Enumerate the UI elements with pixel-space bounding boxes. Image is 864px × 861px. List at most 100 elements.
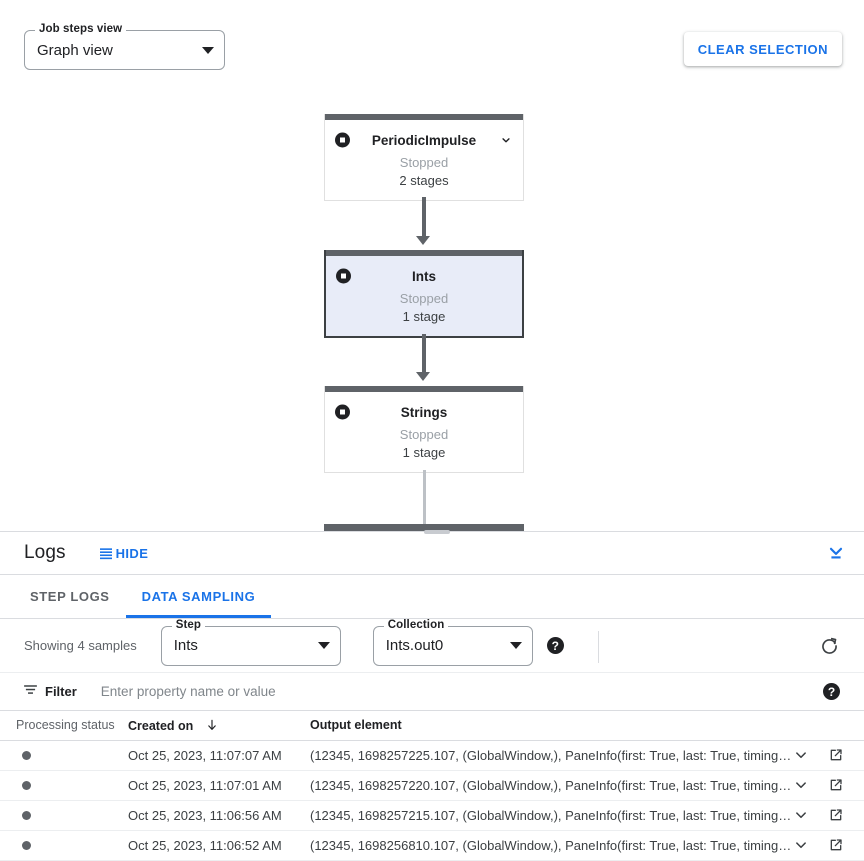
hide-logs-label: HIDE <box>115 545 149 561</box>
node-status-text: Stopped <box>399 291 449 306</box>
list-lines-icon <box>98 545 114 561</box>
node-header: Strings <box>325 398 523 426</box>
cell-processing-status <box>0 770 128 801</box>
graph-node-strings[interactable]: Strings Stopped 1 stage <box>324 386 524 473</box>
column-actions <box>792 711 864 741</box>
graph-node-periodicimpulse[interactable]: PeriodicImpulse Stopped 2 stages <box>324 114 524 201</box>
node-status-text: Stopped <box>399 155 449 170</box>
pane-resize-handle[interactable] <box>424 530 450 534</box>
collection-select-label: Collection <box>383 618 449 631</box>
node-status-text: Stopped <box>399 427 449 442</box>
table-row[interactable]: Oct 25, 2023, 11:06:52 AM (12345, 169825… <box>0 830 864 861</box>
processing-status-dot <box>22 750 31 760</box>
node-title: PeriodicImpulse <box>371 132 477 148</box>
controls-divider <box>598 631 599 663</box>
chevron-down-icon[interactable] <box>499 133 513 147</box>
filter-bar: Filter ? <box>0 673 864 711</box>
sort-descending-arrow-icon <box>207 719 216 730</box>
step-select-value: Ints <box>173 637 198 654</box>
collection-select[interactable]: Collection Ints.out0 <box>372 618 533 666</box>
job-graph-pane: Job steps view Graph view CLEAR SELECTIO… <box>0 0 864 532</box>
showing-samples-text: Showing 4 samples <box>24 638 137 653</box>
tab-step-logs[interactable]: STEP LOGS <box>14 575 126 618</box>
cell-actions <box>792 800 864 831</box>
samples-table-body: Oct 25, 2023, 11:07:07 AM (12345, 169825… <box>0 740 864 861</box>
cell-created-on: Oct 25, 2023, 11:06:56 AM <box>128 800 310 831</box>
cell-processing-status <box>0 740 128 771</box>
cell-actions <box>792 830 864 861</box>
chevron-down-icon <box>317 642 330 649</box>
open-in-new-icon[interactable] <box>828 777 844 793</box>
node-status-bar <box>325 386 523 392</box>
graph-edge-1 <box>422 197 426 239</box>
hide-logs-button[interactable]: HIDE <box>98 545 149 561</box>
expand-row-chevron-down-icon[interactable] <box>792 806 810 824</box>
graph-node-ints[interactable]: Ints Stopped 1 stage <box>324 250 524 338</box>
refresh-icon[interactable] <box>819 635 840 656</box>
table-row[interactable]: Oct 25, 2023, 11:07:01 AM (12345, 169825… <box>0 770 864 801</box>
cell-created-on: Oct 25, 2023, 11:07:01 AM <box>128 770 310 801</box>
node-stages-text: 1 stage <box>402 445 446 460</box>
filter-input[interactable] <box>98 683 809 700</box>
stop-status-icon <box>335 404 350 420</box>
processing-status-dot <box>22 810 31 820</box>
chevron-down-icon <box>509 642 522 649</box>
cell-processing-status <box>0 800 128 831</box>
graph-edge-2 <box>422 334 426 376</box>
expand-row-chevron-down-icon[interactable] <box>792 746 810 764</box>
stop-status-icon <box>336 268 351 284</box>
filter-help-icon[interactable]: ? <box>823 683 840 700</box>
filter-icon <box>22 681 39 703</box>
processing-status-dot <box>22 780 31 790</box>
clear-selection-button[interactable]: CLEAR SELECTION <box>683 32 842 66</box>
cell-output-element: (12345, 1698257225.107, (GlobalWindow,),… <box>310 740 792 771</box>
column-created-on[interactable]: Created on <box>128 711 310 741</box>
open-in-new-icon[interactable] <box>828 837 844 853</box>
expand-row-chevron-down-icon[interactable] <box>792 776 810 794</box>
logs-panel: Logs HIDE STEP LOGS DATA SAMPLING Showin <box>0 532 864 861</box>
job-steps-view-select[interactable]: Job steps view Graph view <box>24 23 225 70</box>
collapse-panel-icon[interactable] <box>826 543 846 563</box>
sampling-controls: Showing 4 samples Step Ints Collection I… <box>0 618 864 673</box>
cell-output-element: (12345, 1698257220.107, (GlobalWindow,),… <box>310 770 792 801</box>
graph-edge-arrow-1 <box>416 236 430 245</box>
column-created-on-label: Created on <box>128 718 194 733</box>
cell-output-element: (12345, 1698257215.107, (GlobalWindow,),… <box>310 800 792 831</box>
node-title: Strings <box>400 404 448 420</box>
open-in-new-icon[interactable] <box>828 807 844 823</box>
collection-select-value: Ints.out0 <box>385 637 444 654</box>
stop-status-icon <box>335 132 350 148</box>
tab-data-sampling[interactable]: DATA SAMPLING <box>125 575 272 618</box>
cell-output-element: (12345, 1698256810.107, (GlobalWindow,),… <box>310 830 792 861</box>
logs-title: Logs <box>24 542 66 563</box>
cell-actions <box>792 740 864 771</box>
filter-label: Filter <box>45 684 77 699</box>
column-output-element[interactable]: Output element <box>310 711 792 741</box>
cell-actions <box>792 770 864 801</box>
collection-help-icon[interactable]: ? <box>546 637 564 654</box>
logs-header: Logs HIDE <box>0 532 864 575</box>
graph-edge-arrow-2 <box>416 372 430 381</box>
node-title: Ints <box>411 268 436 284</box>
node-header: Ints <box>326 262 522 290</box>
step-select[interactable]: Step Ints <box>160 618 341 666</box>
job-steps-view-label: Job steps view <box>35 23 127 35</box>
table-header-row: Processing status Created on Output elem… <box>0 711 864 741</box>
graph-node-partial[interactable] <box>324 524 524 531</box>
node-stages-text: 1 stage <box>402 309 446 324</box>
node-status-bar <box>325 114 523 120</box>
node-header: PeriodicImpulse <box>325 126 523 154</box>
samples-table: Processing status Created on Output elem… <box>0 711 864 861</box>
table-row[interactable]: Oct 25, 2023, 11:06:56 AM (12345, 169825… <box>0 800 864 831</box>
samples-table-head: Processing status Created on Output elem… <box>0 711 864 741</box>
expand-row-chevron-down-icon[interactable] <box>792 836 810 854</box>
column-processing-status[interactable]: Processing status <box>0 711 128 741</box>
chevron-down-icon <box>202 46 214 54</box>
logs-tabs: STEP LOGS DATA SAMPLING <box>0 575 864 619</box>
node-stages-text: 2 stages <box>399 173 449 188</box>
table-row[interactable]: Oct 25, 2023, 11:07:07 AM (12345, 169825… <box>0 740 864 771</box>
graph-edge-3 <box>422 470 426 526</box>
open-in-new-icon[interactable] <box>828 747 844 763</box>
cell-created-on: Oct 25, 2023, 11:07:07 AM <box>128 740 310 771</box>
node-status-bar <box>326 250 522 256</box>
